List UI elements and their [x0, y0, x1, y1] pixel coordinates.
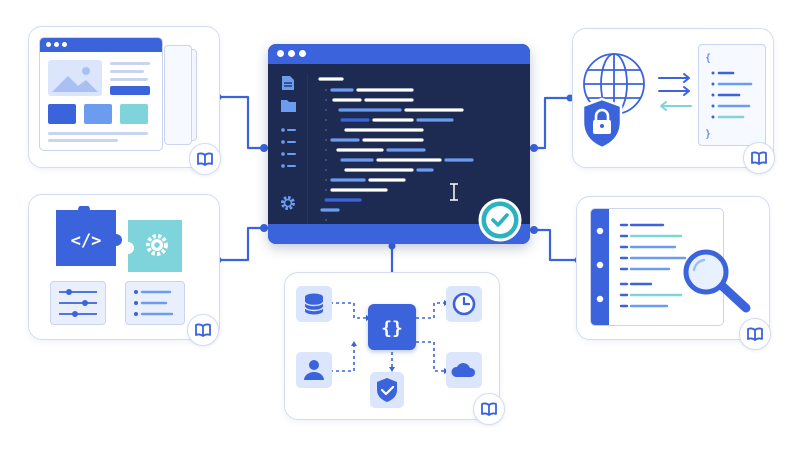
- database-icon: [296, 286, 332, 322]
- code-lines: [318, 77, 474, 232]
- slider-icon: [50, 281, 106, 325]
- gear-icon: [281, 196, 295, 210]
- magnifier-icon: [683, 249, 751, 313]
- svg-text:{}: {}: [381, 318, 403, 339]
- book-icon: [189, 143, 221, 175]
- web-page-card: [28, 26, 220, 168]
- user-icon: [296, 352, 332, 388]
- code-icon: </>: [56, 206, 122, 266]
- braces-icon: {}: [368, 304, 416, 350]
- book-icon: [473, 393, 505, 425]
- services-connectors: [330, 300, 449, 374]
- cloud-icon: [446, 352, 482, 388]
- tile: [120, 104, 148, 124]
- arrows-icon: [658, 73, 692, 111]
- stacked-page: [164, 45, 192, 145]
- gear-icon: [128, 220, 182, 272]
- lock-shield-icon: [581, 97, 623, 150]
- svg-text:}: }: [705, 129, 711, 140]
- editor-statusbar: [268, 224, 530, 244]
- folder-icon: [281, 100, 296, 112]
- tile: [48, 104, 76, 124]
- json-doc-icon: { }: [698, 44, 766, 146]
- image-icon: [48, 60, 102, 96]
- svg-text:{: {: [705, 53, 711, 64]
- editor-sidebar: [281, 74, 308, 244]
- list-icon: [125, 281, 185, 325]
- cta-button: [110, 86, 150, 95]
- book-icon: [739, 318, 771, 350]
- browser-titlebar: [40, 38, 162, 52]
- editor-titlebar: [268, 44, 530, 64]
- checkmark-icon: [478, 198, 522, 242]
- browser-window: [39, 37, 163, 151]
- svg-text:</>: </>: [71, 231, 102, 251]
- file-icon: [282, 76, 294, 90]
- shield-icon: [370, 372, 404, 408]
- book-icon: [743, 142, 775, 174]
- list-icon: [281, 128, 296, 168]
- cursor-icon: [450, 183, 458, 201]
- book-icon: [187, 314, 219, 346]
- tile: [84, 104, 112, 124]
- clock-icon: [446, 286, 482, 322]
